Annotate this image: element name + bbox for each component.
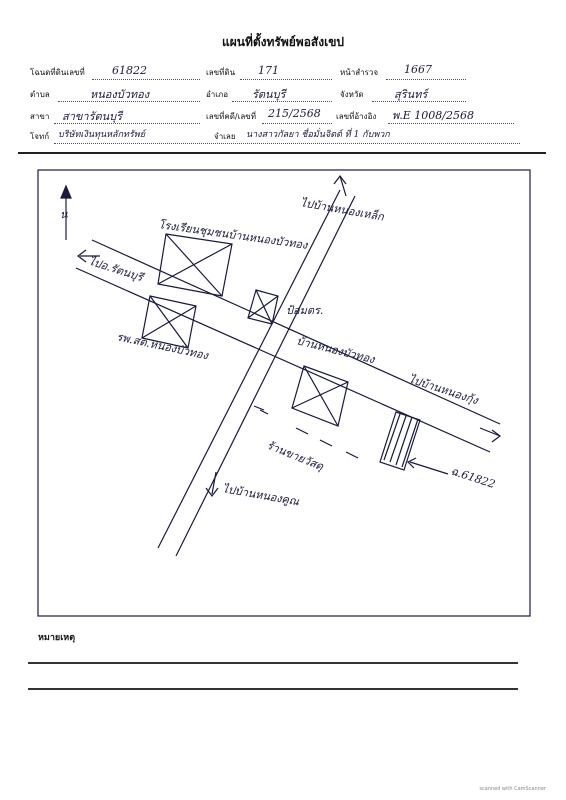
parcel-label: ฉ.61822 xyxy=(449,464,497,491)
notes-label: หมายเหตุ xyxy=(38,633,76,643)
page-title: แผนที่ตั้งทรัพย์พอสังเขป xyxy=(221,35,345,49)
province-value: สุรินทร์ xyxy=(394,88,428,101)
hospital-label: รพ.สต.หนองบัวทอง xyxy=(115,330,210,362)
cross-road-edge-left xyxy=(157,189,341,549)
survey-page-underline xyxy=(386,79,466,80)
notes-rule-2 xyxy=(28,688,518,690)
subject-parcel xyxy=(379,411,421,471)
north-label: น xyxy=(60,208,68,221)
map-frame xyxy=(37,169,531,617)
branch-value: สาขารัตนบุรี xyxy=(62,110,123,123)
district-underline xyxy=(232,101,332,102)
to-village-south-label: ไปบ้านหนองคูณ xyxy=(221,482,300,508)
main-road-edge-bottom xyxy=(75,267,491,453)
record-no-label: เลขที่อ้างอิง xyxy=(336,112,377,121)
survey-page-label: หน้าสำรวจ xyxy=(340,68,379,77)
north-arrow-head xyxy=(60,184,72,199)
notes-rule-1 xyxy=(28,662,518,664)
province-underline xyxy=(372,101,466,102)
header-divider xyxy=(18,152,546,154)
village-label: บ้านหนองบัวทอง xyxy=(295,334,377,366)
police-post-label: ป้อมตร. xyxy=(286,304,323,317)
subdistrict-value: หนองบัวทอง xyxy=(90,88,150,101)
defendant-label: จำเลย xyxy=(214,132,236,141)
scanner-watermark: scanned with CamScanner xyxy=(479,786,546,792)
land-no-label: เลขที่ดิน xyxy=(206,68,236,77)
shop-label: ร้านขายวัสดุ xyxy=(265,439,326,474)
defendant-value: นางสาวกัลยา ชื่อมั่นจิตต์ ที่ 1 กับพวก xyxy=(246,130,390,140)
record-no-underline xyxy=(388,123,514,124)
parties-underline xyxy=(54,143,520,144)
cross-road-edge-right xyxy=(175,195,356,557)
arrow-parcel xyxy=(409,461,449,475)
collateral-no-label: เลขที่คดี/เลขที่ xyxy=(206,112,256,121)
to-ratanaburi-label: ไปอ.รัตนบุรี xyxy=(87,254,146,284)
shop-building xyxy=(291,365,349,427)
to-village-east-label: ไปบ้านหนองกุ้ง xyxy=(407,372,481,407)
record-no-value: พ.E 1008/2568 xyxy=(392,109,474,122)
collateral-no-value: 215/2568 xyxy=(268,107,321,120)
arrow-east-road xyxy=(479,427,501,437)
collateral-no-underline xyxy=(262,123,332,124)
subdistrict-label: ตำบล xyxy=(30,90,50,99)
land-no-underline xyxy=(240,79,332,80)
province-label: จังหวัด xyxy=(340,90,364,99)
deed-underline xyxy=(92,79,200,80)
arrow-south-road xyxy=(211,471,217,495)
arrow-north-road xyxy=(339,175,347,197)
deed-value: 61822 xyxy=(112,64,147,77)
branch-label: สาขา xyxy=(30,112,50,121)
plaintiff-label: โจทก์ xyxy=(30,132,50,141)
plaintiff-value: บริษัทเงินทุนหลักทรัพย์ xyxy=(58,130,145,140)
school-label: โรงเรียนชุมชนบ้านหนองบัวทอง xyxy=(158,218,310,252)
land-no-value: 171 xyxy=(258,64,279,77)
survey-page-value: 1667 xyxy=(404,63,432,76)
branch-underline xyxy=(54,123,200,124)
district-label: อำเภอ xyxy=(206,90,229,99)
district-value: รัตนบุรี xyxy=(252,88,286,101)
deed-label: โฉนดที่ดินเลขที่ xyxy=(30,68,85,77)
subdistrict-underline xyxy=(58,101,200,102)
